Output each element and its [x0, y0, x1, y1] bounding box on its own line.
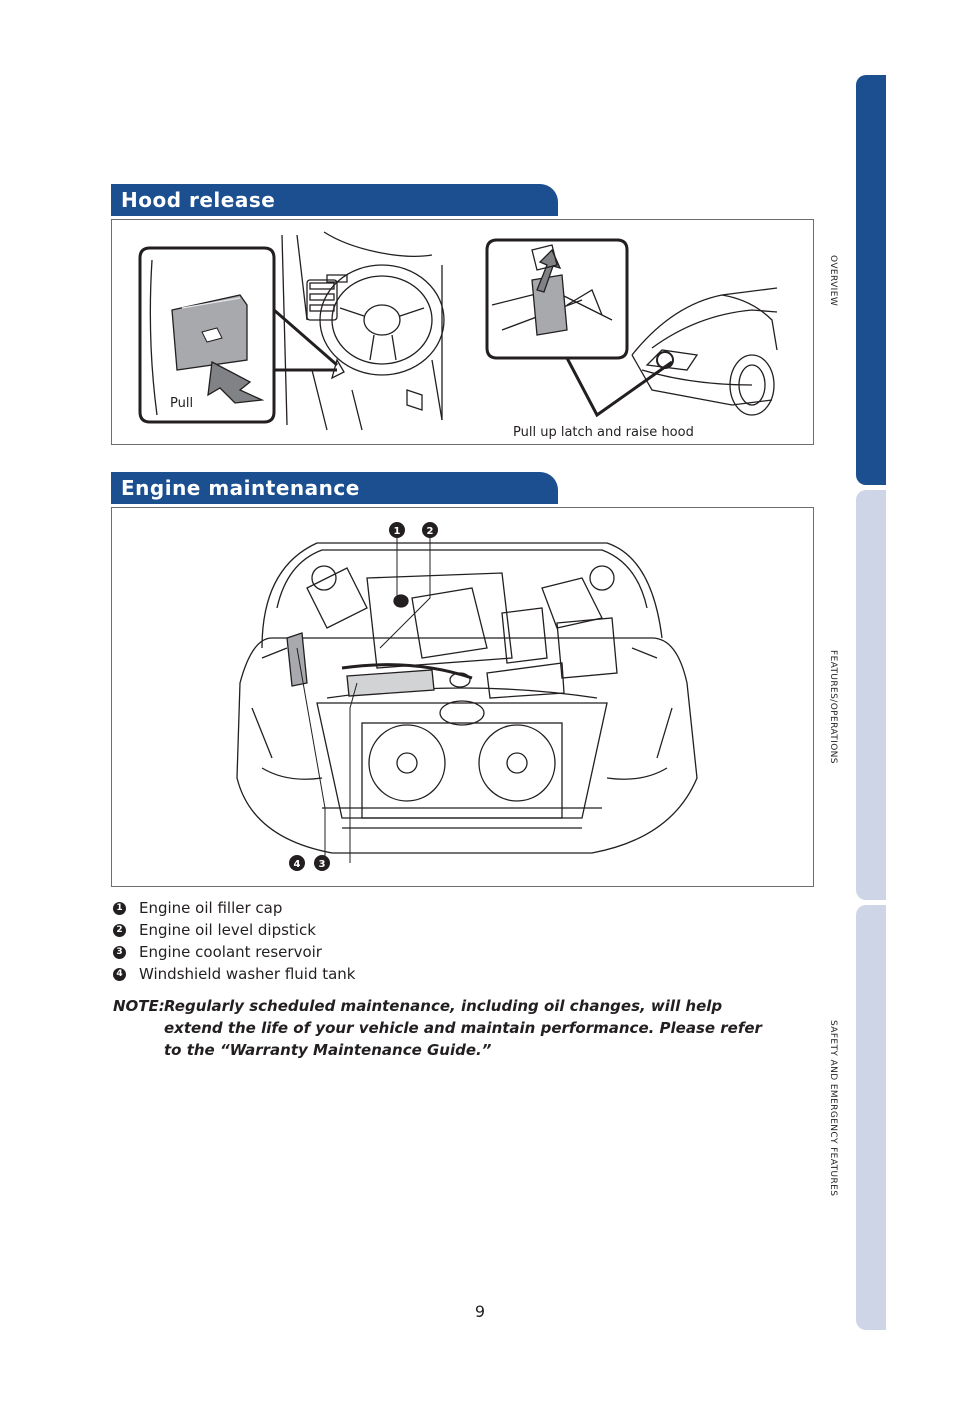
- legend-text: Engine oil level dipstick: [139, 921, 316, 939]
- callout-2-num: 2: [427, 526, 434, 537]
- callout-markers: [289, 522, 438, 871]
- legend-text: Engine oil filler cap: [139, 899, 283, 917]
- section-header-engine-maintenance: Engine maintenance: [111, 472, 558, 504]
- legend-item: 4 Windshield washer fluid tank: [113, 963, 356, 985]
- section-title: Hood release: [121, 188, 276, 212]
- pull-label: Pull: [170, 396, 194, 411]
- legend-item: 3 Engine coolant reservoir: [113, 941, 356, 963]
- note-line-3: to the “Warranty Maintenance Guide.”: [164, 1041, 492, 1059]
- legend-item: 2 Engine oil level dipstick: [113, 919, 356, 941]
- callout-badge: 2: [113, 923, 126, 937]
- hood-release-illustration: Pull Pull up latch and raise hood: [111, 219, 814, 445]
- tab-overview[interactable]: [856, 75, 886, 485]
- latch-caption: Pull up latch and raise hood: [513, 425, 694, 440]
- callout-4-num: 4: [294, 859, 301, 870]
- tab-safety-emergency[interactable]: [856, 905, 886, 1330]
- note-line-2: extend the life of your vehicle and main…: [164, 1019, 762, 1037]
- section-title: Engine maintenance: [121, 476, 360, 500]
- callout-badge: 4: [113, 967, 126, 981]
- note-label: NOTE:: [113, 997, 165, 1015]
- callout-badge: 1: [113, 901, 126, 915]
- section-header-hood-release: Hood release: [111, 184, 558, 216]
- legend-item: 1 Engine oil filler cap: [113, 897, 356, 919]
- engine-bay-drawing: 1 2 4 3: [236, 522, 698, 871]
- note-line-1: Regularly scheduled maintenance, includi…: [164, 997, 723, 1015]
- callout-1-num: 1: [394, 526, 401, 537]
- callout-badge: 3: [113, 945, 126, 959]
- engine-bay-illustration: 1 2 4 3: [111, 507, 814, 887]
- page-number: 9: [474, 1302, 486, 1321]
- engine-callout-legend: 1 Engine oil filler cap 2 Engine oil lev…: [113, 897, 356, 985]
- legend-text: Engine coolant reservoir: [139, 943, 322, 961]
- tab-features-operations[interactable]: [856, 490, 886, 900]
- dashboard-illustration: [281, 231, 445, 431]
- legend-text: Windshield washer fluid tank: [139, 965, 356, 983]
- hood-lever-zoom: [138, 246, 338, 424]
- maintenance-note: NOTE:Regularly scheduled maintenance, in…: [113, 995, 813, 1061]
- callout-numbers: 1 2 4 3: [294, 526, 434, 870]
- hood-release-drawing: [138, 231, 778, 431]
- callout-3-num: 3: [319, 859, 326, 870]
- latch-zoom: [485, 238, 673, 418]
- car-front-illustration: [631, 287, 778, 416]
